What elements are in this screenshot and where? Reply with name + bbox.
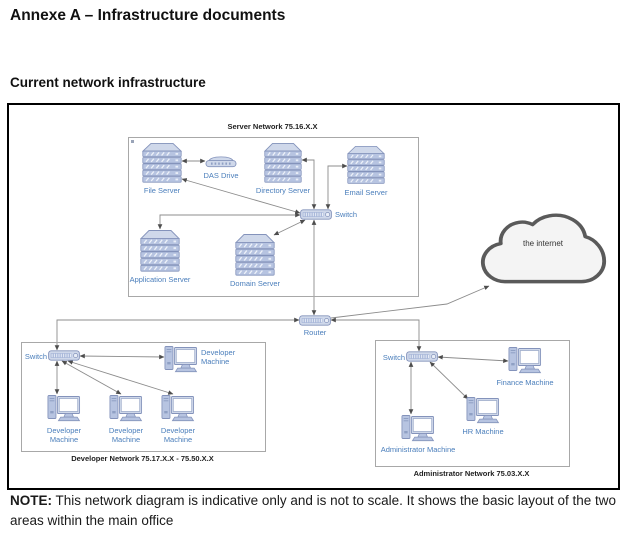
administrator-machine-label: Administrator Machine bbox=[380, 445, 456, 454]
page-title: Annexe A – Infrastructure documents bbox=[10, 7, 286, 24]
desktop-computer-icon bbox=[164, 345, 198, 375]
note-text: This network diagram is indicative only … bbox=[10, 493, 617, 529]
finance-machine-label: Finance Machine bbox=[496, 378, 554, 387]
note-label: NOTE: bbox=[10, 493, 52, 508]
server-icon bbox=[235, 233, 275, 277]
router-icon bbox=[299, 315, 331, 326]
directory-server-label: Directory Server bbox=[255, 186, 311, 195]
desktop-computer-icon bbox=[466, 396, 500, 426]
edge-switch-domain bbox=[273, 219, 306, 236]
developer-switch-label: Switch bbox=[24, 352, 47, 361]
developer-machine-label: Developer Machine bbox=[160, 426, 196, 444]
network-switch-icon bbox=[406, 351, 438, 362]
server-icon bbox=[264, 142, 302, 184]
server-switch-label: Switch bbox=[335, 210, 358, 219]
developer-machine-label: Developer Machine bbox=[46, 426, 82, 444]
desktop-computer-icon bbox=[508, 346, 542, 376]
note-paragraph: NOTE: This network diagram is indicative… bbox=[10, 491, 634, 532]
email-server-label: Email Server bbox=[344, 188, 388, 197]
server-network-box bbox=[128, 137, 419, 297]
desktop-computer-icon bbox=[47, 394, 81, 424]
edge-file-switch bbox=[181, 178, 301, 214]
das-drive-icon bbox=[205, 155, 237, 168]
edge-directory-switch bbox=[301, 157, 317, 210]
developer-machine-label: Developer Machine bbox=[201, 348, 236, 366]
hr-machine-label: HR Machine bbox=[462, 427, 504, 436]
desktop-computer-icon bbox=[401, 414, 435, 444]
internet-label: the internet bbox=[522, 239, 564, 248]
edge-devswitch-machine4 bbox=[67, 360, 174, 395]
connection-lines bbox=[54, 157, 509, 415]
administrator-switch-label: Switch bbox=[382, 353, 405, 362]
edge-adminswitch-hr bbox=[429, 361, 469, 400]
desktop-computer-icon bbox=[161, 394, 195, 424]
network-switch-icon bbox=[300, 209, 332, 220]
router-label: Router bbox=[303, 328, 327, 337]
edge-adminswitch-finance bbox=[437, 354, 509, 364]
server-network-title: Server Network 75.16.X.X bbox=[227, 122, 318, 131]
application-server-label: Application Server bbox=[129, 275, 191, 284]
selection-handle-icon bbox=[131, 140, 134, 143]
edge-email-switch bbox=[325, 163, 348, 210]
network-switch-icon bbox=[48, 350, 80, 361]
developer-network-box bbox=[21, 342, 266, 452]
edge-router-devswitch bbox=[54, 317, 300, 351]
edge-switch-application bbox=[157, 212, 301, 230]
domain-server-label: Domain Server bbox=[229, 279, 281, 288]
network-diagram: Server Network 75.16.X.X File Server DAS… bbox=[7, 103, 620, 490]
edge-router-cloud bbox=[330, 285, 490, 319]
administrator-network-box bbox=[375, 340, 570, 467]
server-icon bbox=[142, 142, 182, 184]
das-drive-label: DAS Drive bbox=[203, 171, 239, 180]
developer-network-title: Developer Network 75.17.X.X - 75.50.X.X bbox=[71, 454, 214, 463]
file-server-label: File Server bbox=[143, 186, 181, 195]
developer-machine-label: Developer Machine bbox=[108, 426, 144, 444]
edge-devswitch-machine1 bbox=[79, 353, 165, 360]
section-heading: Current network infrastructure bbox=[10, 75, 206, 90]
administrator-network-title: Administrator Network 75.03.X.X bbox=[413, 469, 530, 478]
desktop-computer-icon bbox=[109, 394, 143, 424]
server-icon bbox=[347, 145, 385, 185]
internet-cloud-icon bbox=[479, 211, 607, 284]
server-icon bbox=[140, 229, 180, 273]
